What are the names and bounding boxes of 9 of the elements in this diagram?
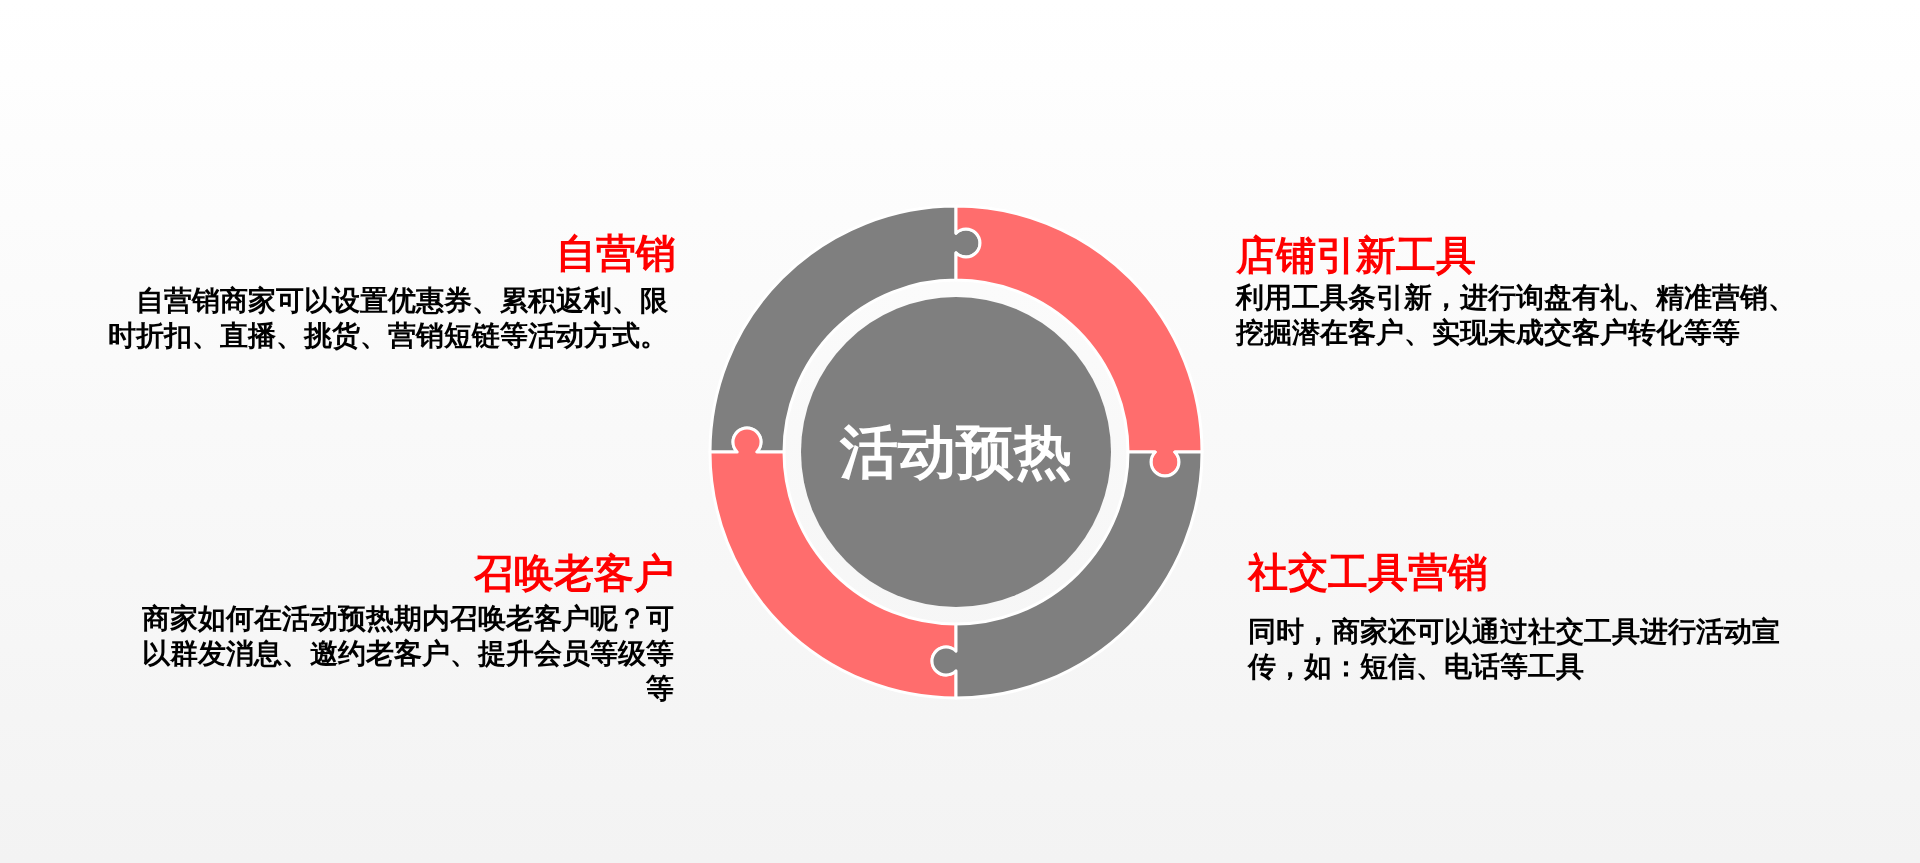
- section-description: 商家如何在活动预热期内召唤老客户呢？可以群发消息、邀约老客户、提升会员等级等等: [141, 601, 674, 706]
- center-title: 活动预热: [840, 418, 1072, 486]
- section-heading: 自营销: [556, 229, 676, 277]
- section-description: 同时，商家还可以通过社交工具进行活动宣传，如：短信、电话等工具: [1248, 614, 1781, 684]
- section-heading: 店铺引新工具: [1236, 231, 1476, 279]
- section-description: 利用工具条引新，进行询盘有礼、精准营销、挖掘潜在客户、实现未成交客户转化等等: [1236, 280, 1797, 350]
- section-heading: 召唤老客户: [474, 549, 674, 597]
- section-description: 自营销商家可以设置优惠券、累积返利、限时折扣、直播、挑货、营销短链等活动方式。: [107, 283, 669, 353]
- section-heading: 社交工具营销: [1248, 548, 1488, 596]
